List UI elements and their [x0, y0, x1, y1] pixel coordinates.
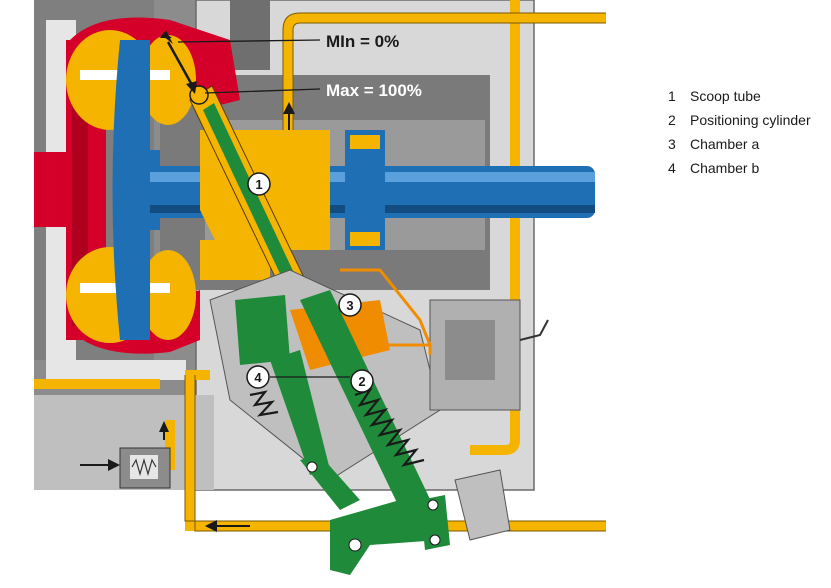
marker-3: 3 — [338, 293, 362, 317]
min-leader-line — [177, 39, 321, 43]
marker-1-label: 1 — [255, 177, 262, 192]
legend-item: 2 Positioning cylinder — [662, 108, 831, 132]
range-arrow — [166, 41, 194, 86]
marker-4: 4 — [246, 365, 270, 389]
marker-2-label: 2 — [358, 374, 365, 389]
legend-item: 3 Chamber a — [662, 132, 831, 156]
marker-4-label: 4 — [254, 370, 262, 385]
range-arrow-head-bottom — [186, 81, 197, 94]
legend-number: 4 — [668, 160, 676, 176]
marker-1: 1 — [247, 172, 271, 196]
min-label: MIn = 0% — [326, 32, 399, 51]
legend-label: Chamber a — [690, 136, 760, 152]
max-leader-line — [204, 88, 321, 94]
legend-item: 1 Scoop tube — [662, 84, 831, 108]
legend-label: Positioning cylinder — [690, 112, 811, 128]
flow-arrows — [80, 102, 295, 532]
linkage-lever — [300, 455, 450, 575]
positioning-cylinder — [209, 269, 441, 530]
scoop-range-indicator: MIn = 0% Max = 100% — [160, 30, 422, 100]
legend-item: 4 Chamber b — [662, 156, 831, 180]
legend: 1 Scoop tube 2 Positioning cylinder 3 Ch… — [662, 84, 831, 180]
check-valve — [119, 447, 171, 489]
marker-2: 2 — [350, 369, 374, 393]
return-spring — [249, 387, 425, 467]
legend-label: Scoop tube — [690, 88, 761, 104]
marker-3-label: 3 — [346, 298, 353, 313]
legend-number: 1 — [668, 88, 676, 104]
chamber-a-line — [340, 268, 432, 355]
legend-label: Chamber b — [690, 160, 760, 176]
max-label: Max = 100% — [326, 81, 422, 100]
legend-number: 2 — [668, 112, 676, 128]
legend-number: 3 — [668, 136, 676, 152]
actuator — [429, 299, 549, 541]
